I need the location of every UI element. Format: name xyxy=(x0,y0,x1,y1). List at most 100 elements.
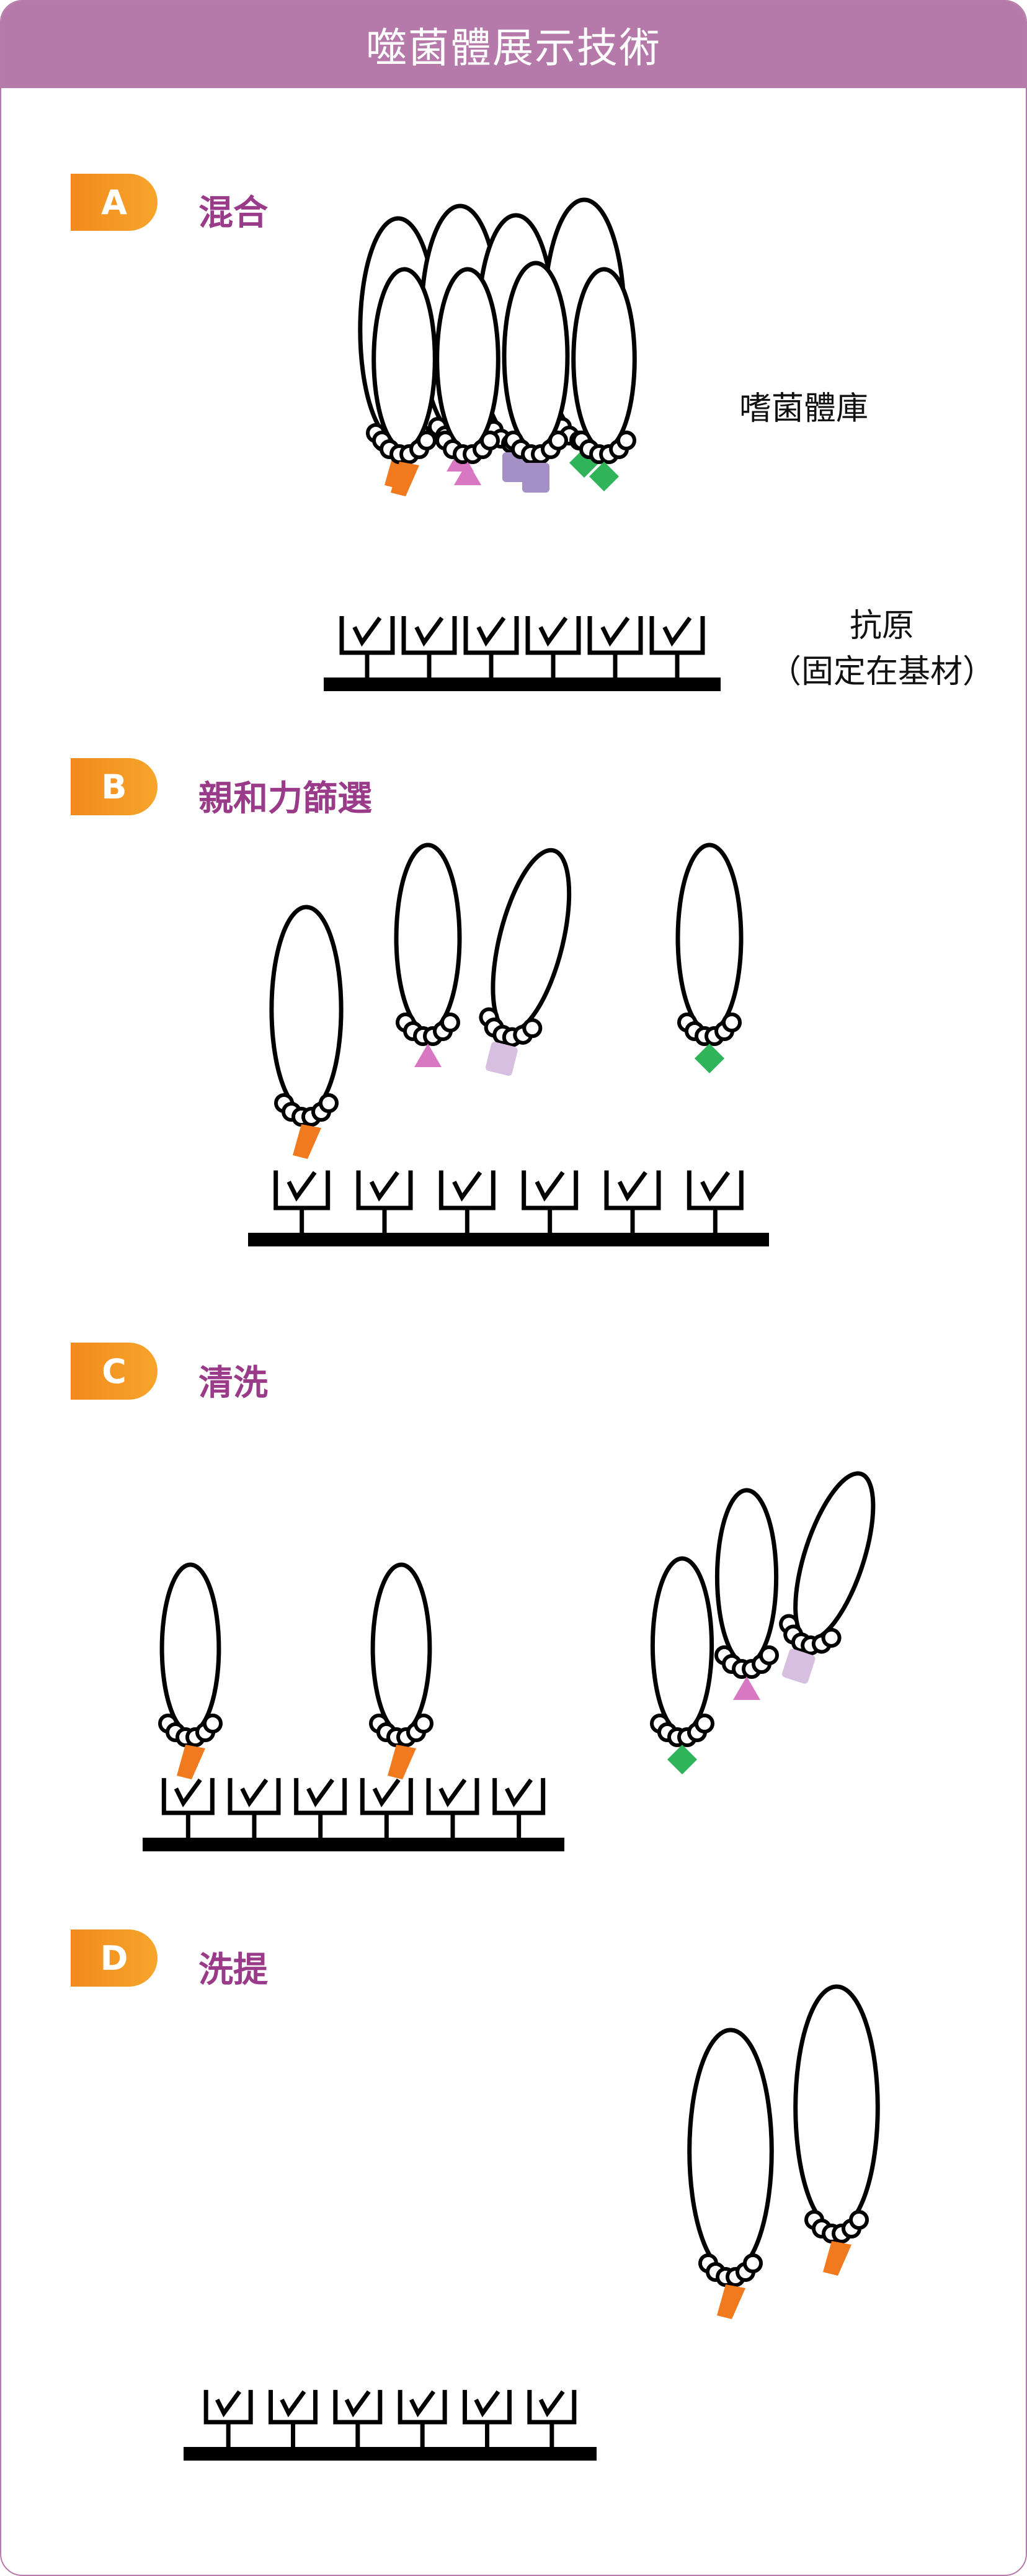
antigen-binding-site xyxy=(474,2390,500,2418)
washed-phage-c-3 xyxy=(779,1471,876,1684)
step-d-badge: D xyxy=(71,1930,158,1987)
phage-coat-protein xyxy=(440,1013,460,1032)
antigen-binding-site xyxy=(352,616,382,647)
antigen-cup xyxy=(649,615,705,655)
antigen-cup xyxy=(604,1170,661,1210)
antigen-plate-d xyxy=(184,2390,597,2461)
phage-coat-protein xyxy=(480,431,500,450)
displayed-peptide xyxy=(454,462,481,485)
phage-coat-protein xyxy=(695,1714,714,1733)
phage-coat-protein xyxy=(203,1714,223,1733)
antigen-binding-site xyxy=(287,1171,317,1202)
antigen-label: 抗原 （固定在基材） xyxy=(752,603,1012,695)
antigen-binding-site xyxy=(409,2390,435,2418)
step-a-badge: A xyxy=(71,174,158,231)
antigen-binding-site xyxy=(452,1171,482,1202)
eluted-phage-d-2 xyxy=(793,1984,880,2276)
step-a-title: 混合 xyxy=(198,193,268,233)
antigen-binding-site xyxy=(476,616,506,647)
substrate-bar xyxy=(324,678,721,691)
antigen-cup xyxy=(360,1778,413,1815)
library-phage-4 xyxy=(571,267,637,491)
antigen-binding-site xyxy=(617,1171,647,1202)
displayed-peptide xyxy=(388,1745,416,1779)
antigen-binding-site xyxy=(280,2390,306,2418)
antigen-cup xyxy=(269,2390,318,2425)
phage-coat-protein xyxy=(821,1627,842,1648)
phage-head xyxy=(650,1556,714,1735)
antigen-binding-site xyxy=(414,616,444,647)
substrate-bar xyxy=(184,2447,597,2461)
library-phage-3 xyxy=(502,261,570,493)
antigen-binding-site xyxy=(369,1171,399,1202)
displayed-peptide xyxy=(733,1676,760,1700)
antigen-cup xyxy=(527,2390,577,2425)
displayed-peptide xyxy=(717,2284,745,2319)
displayed-peptide xyxy=(293,1124,321,1159)
phage-head xyxy=(435,267,500,452)
bound-phage-b xyxy=(269,905,344,1159)
antigen-binding-site xyxy=(240,1778,269,1808)
antigen-binding-site xyxy=(438,1778,467,1808)
antigen-cup xyxy=(426,1778,479,1815)
displayed-peptide xyxy=(823,2241,851,2276)
displayed-peptide xyxy=(177,1745,205,1779)
antigen-cup xyxy=(587,615,643,655)
substrate-bar xyxy=(248,1233,769,1246)
phage-coat-protein xyxy=(743,2253,763,2273)
library-phage-2 xyxy=(435,267,500,485)
phage-head xyxy=(793,1984,880,2231)
antigen-cup xyxy=(356,1170,413,1210)
phage-head xyxy=(502,261,570,452)
antigen-cup xyxy=(228,1778,281,1815)
antigen-binding-site xyxy=(700,1171,731,1202)
phage-coat-protein xyxy=(522,1018,543,1039)
phage-head xyxy=(687,2028,774,2274)
displayed-peptide xyxy=(695,1044,724,1073)
step-b-badge: B xyxy=(71,758,158,815)
phage-head xyxy=(675,843,744,1034)
phage-coat-protein xyxy=(319,1093,339,1113)
free-phage-b-2 xyxy=(479,847,572,1076)
antigen-label-line2: （固定在基材） xyxy=(768,653,995,691)
library-phage-1 xyxy=(371,267,437,496)
antigen-binding-site xyxy=(306,1778,334,1808)
phage-coat-protein xyxy=(548,431,568,450)
displayed-peptide xyxy=(522,463,549,493)
step-c-badge: C xyxy=(71,1343,158,1400)
antigen-cup xyxy=(161,1778,215,1815)
phage-head xyxy=(371,267,437,452)
antigen-cup xyxy=(294,1778,347,1815)
antigen-binding-site xyxy=(505,1778,533,1808)
free-phage-b-1 xyxy=(394,843,462,1067)
displayed-peptide xyxy=(485,1042,518,1076)
antigen-cup xyxy=(522,1170,579,1210)
antigen-binding-site xyxy=(662,616,692,647)
displayed-peptide xyxy=(589,462,619,491)
displayed-peptide xyxy=(667,1745,697,1774)
antigen-binding-site xyxy=(535,1171,565,1202)
antigen-binding-site xyxy=(174,1778,202,1808)
phage-coat-protein xyxy=(417,431,437,450)
antigen-cup xyxy=(687,1170,744,1210)
antigen-cup xyxy=(401,615,457,655)
antigen-binding-site xyxy=(600,616,630,647)
phage-coat-protein xyxy=(616,431,636,450)
eluted-phage-d-1 xyxy=(687,2028,774,2319)
antigen-cup xyxy=(525,615,581,655)
antigen-binding-site xyxy=(372,1778,401,1808)
phage-library-label: 嗜菌體庫 xyxy=(739,390,869,427)
phage-coat-protein xyxy=(722,1013,742,1032)
step-b-title: 親和力篩選 xyxy=(198,779,372,819)
antigen-cup xyxy=(333,2390,383,2425)
antigen-cup xyxy=(273,1170,331,1210)
free-phage-b-3 xyxy=(675,843,744,1073)
antigen-binding-site xyxy=(215,2390,241,2418)
bound-phage-c-2 xyxy=(369,1562,433,1779)
washed-phage-c-1 xyxy=(650,1556,714,1774)
antigen-cup xyxy=(398,2390,447,2425)
antigen-cup xyxy=(492,1778,546,1815)
displayed-peptide xyxy=(391,462,419,496)
antigen-cup xyxy=(463,615,519,655)
